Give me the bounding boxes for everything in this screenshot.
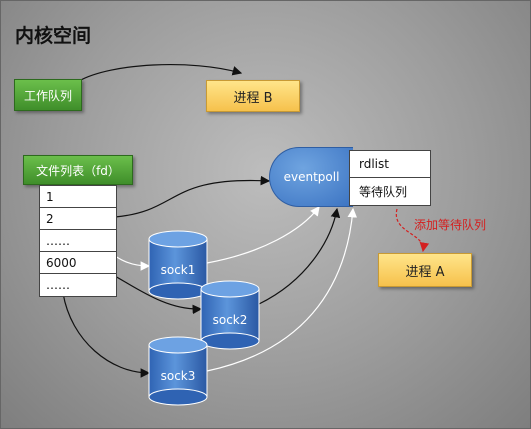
file-list-label-box: 文件列表（fd）: [23, 155, 133, 185]
eventpoll-table: rdlist 等待队列: [349, 150, 431, 206]
add-wait-queue-label: 添加等待队列: [414, 218, 487, 232]
page-title: 内核空间: [15, 25, 92, 47]
wait-queue-cell: 等待队列: [359, 185, 408, 199]
arrow-sock1-to-eventpoll: [206, 206, 320, 264]
arrow-sock3-to-eventpoll: [206, 207, 358, 372]
eventpoll-label: eventpoll: [283, 170, 340, 184]
process-a-box: 进程 A: [378, 253, 472, 287]
arrow-waitqueue-to-processA: [395, 208, 430, 253]
fd-row: ……: [40, 230, 116, 252]
sock3-cylinder: [148, 336, 208, 406]
process-b-box: 进程 B: [206, 80, 300, 112]
work-queue-box: 工作队列: [14, 79, 82, 111]
rdlist-cell: rdlist: [350, 151, 430, 178]
sock1-label: sock1: [160, 263, 196, 277]
fd-table: 1 2 …… 6000 ……: [39, 185, 117, 297]
arrow-sock2-to-eventpoll: [258, 207, 341, 305]
sock3-label: sock3: [160, 369, 196, 383]
fd-row: 6000: [40, 252, 116, 274]
eventpoll-node: eventpoll: [269, 147, 353, 207]
fd-row: ……: [46, 278, 70, 292]
arrow-workqueue-to-processB: [78, 64, 243, 82]
arrow-fd-to-eventpoll: [114, 175, 271, 218]
fd-row: 2: [40, 208, 116, 230]
sock2-cylinder: [200, 280, 260, 350]
sock2-label: sock2: [212, 313, 248, 327]
arrow-fd-to-sock3: [62, 292, 151, 378]
fd-row: 1: [40, 186, 116, 208]
sock1-cylinder: [148, 230, 208, 300]
